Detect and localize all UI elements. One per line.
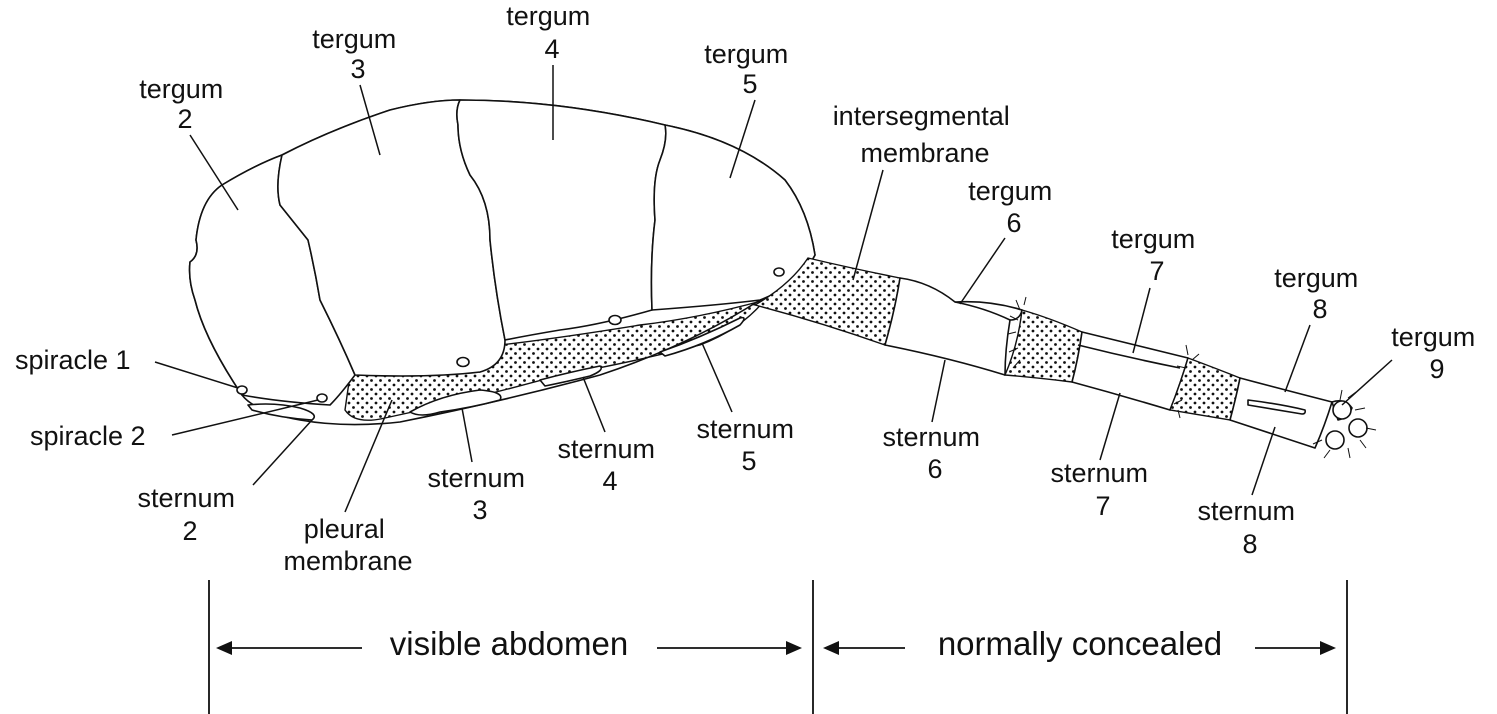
spiracle-1-dot xyxy=(237,386,247,394)
segment-6 xyxy=(885,278,1010,375)
leader-sternum-3 xyxy=(462,408,472,462)
region-brackets: visible abdomen normally concealed xyxy=(209,580,1347,714)
leader-sternum-6 xyxy=(932,360,945,422)
label-pleural-membrane: pleural membrane xyxy=(283,514,412,576)
label-spiracle-2: spiracle 2 xyxy=(30,421,146,451)
label-tergum-2: tergum 2 xyxy=(139,74,231,134)
spiracle-5-dot xyxy=(774,268,784,276)
arrow-concealed-right-head xyxy=(1320,641,1336,655)
spiracle-4-dot xyxy=(609,316,621,325)
leader-sternum-7 xyxy=(1100,393,1120,460)
leader-sternum-8 xyxy=(1252,427,1275,495)
segment-7 xyxy=(1072,332,1188,410)
label-normally-concealed: normally concealed xyxy=(938,625,1222,662)
leader-intersegmental xyxy=(853,170,883,280)
label-tergum-3: tergum 3 xyxy=(312,24,404,84)
spiracle-2-dot xyxy=(317,394,327,402)
visible-abdomen-body xyxy=(190,100,815,425)
label-tergum-8: tergum 8 xyxy=(1274,263,1366,324)
label-sternum-3: sternum 3 xyxy=(427,463,532,525)
leader-tergum-6 xyxy=(960,238,1005,304)
label-tergum-9: tergum 9 xyxy=(1391,322,1483,384)
label-intersegmental-membrane: intersegmental membrane xyxy=(833,101,1018,168)
arrow-concealed-left-head xyxy=(823,641,839,655)
leader-sternum-2 xyxy=(253,420,312,485)
label-spiracle-1: spiracle 1 xyxy=(15,345,131,375)
leader-tergum-8 xyxy=(1285,325,1310,392)
label-tergum-5: tergum 5 xyxy=(704,39,796,99)
label-sternum-8: sternum 8 xyxy=(1197,496,1302,559)
label-sternum-6: sternum 6 xyxy=(882,422,987,484)
leader-tergum-9 xyxy=(1342,360,1392,405)
label-tergum-4: tergum 4 xyxy=(506,1,598,64)
label-sternum-7: sternum 7 xyxy=(1050,458,1155,521)
tip-lobe-1 xyxy=(1333,401,1351,419)
label-sternum-5: sternum 5 xyxy=(696,414,801,476)
segment-8 xyxy=(1230,378,1332,448)
label-tergum-7: tergum 7 xyxy=(1111,224,1203,286)
tip-lobe-2 xyxy=(1349,419,1367,437)
leader-tergum-7 xyxy=(1133,288,1150,353)
tip-lobe-3 xyxy=(1326,431,1344,449)
label-tergum-6: tergum 6 xyxy=(968,176,1060,238)
membrane-6-7 xyxy=(1005,310,1082,382)
spiracle-3-dot xyxy=(457,358,469,367)
leader-sternum-4 xyxy=(583,377,605,432)
label-visible-abdomen: visible abdomen xyxy=(390,625,628,662)
leader-sternum-5 xyxy=(702,343,732,412)
label-sternum-2: sternum 2 xyxy=(137,483,242,546)
arrow-visible-left-head xyxy=(216,641,232,655)
arrow-visible-right-head xyxy=(786,641,802,655)
sternum-2-plate xyxy=(248,404,314,420)
label-sternum-4: sternum 4 xyxy=(557,434,662,496)
